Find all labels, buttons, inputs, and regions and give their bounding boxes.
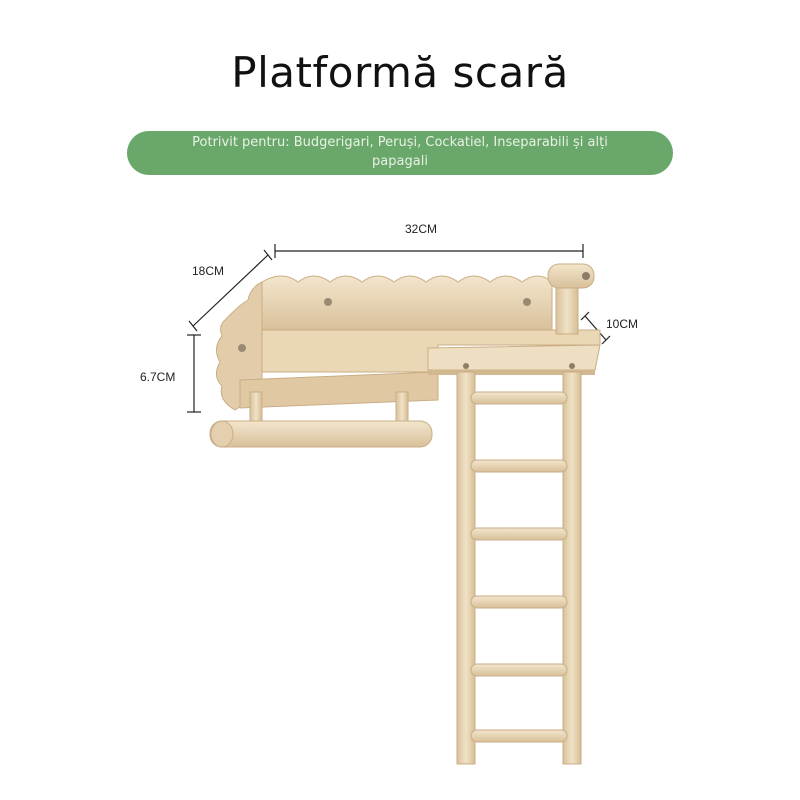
page-title: Platformă scară	[231, 48, 569, 97]
ladder	[456, 363, 582, 765]
dimension-step: 10CM	[606, 317, 639, 331]
platform-side-wall	[216, 281, 263, 411]
dimension-depth: 18CM	[192, 264, 225, 278]
platform-back-wall	[261, 275, 553, 331]
front-perch	[209, 391, 433, 448]
dimension-length: 32CM	[405, 222, 438, 236]
dimension-lines	[187, 244, 611, 413]
compatibility-text: Potrivit pentru: Budgerigari, Peruși, Co…	[192, 135, 608, 169]
corner-perch	[547, 263, 595, 335]
dimension-height: 6.7CM	[140, 370, 176, 384]
platform-floor	[239, 329, 601, 409]
compatibility-banner: Potrivit pentru: Budgerigari, Peruși, Co…	[127, 131, 673, 175]
